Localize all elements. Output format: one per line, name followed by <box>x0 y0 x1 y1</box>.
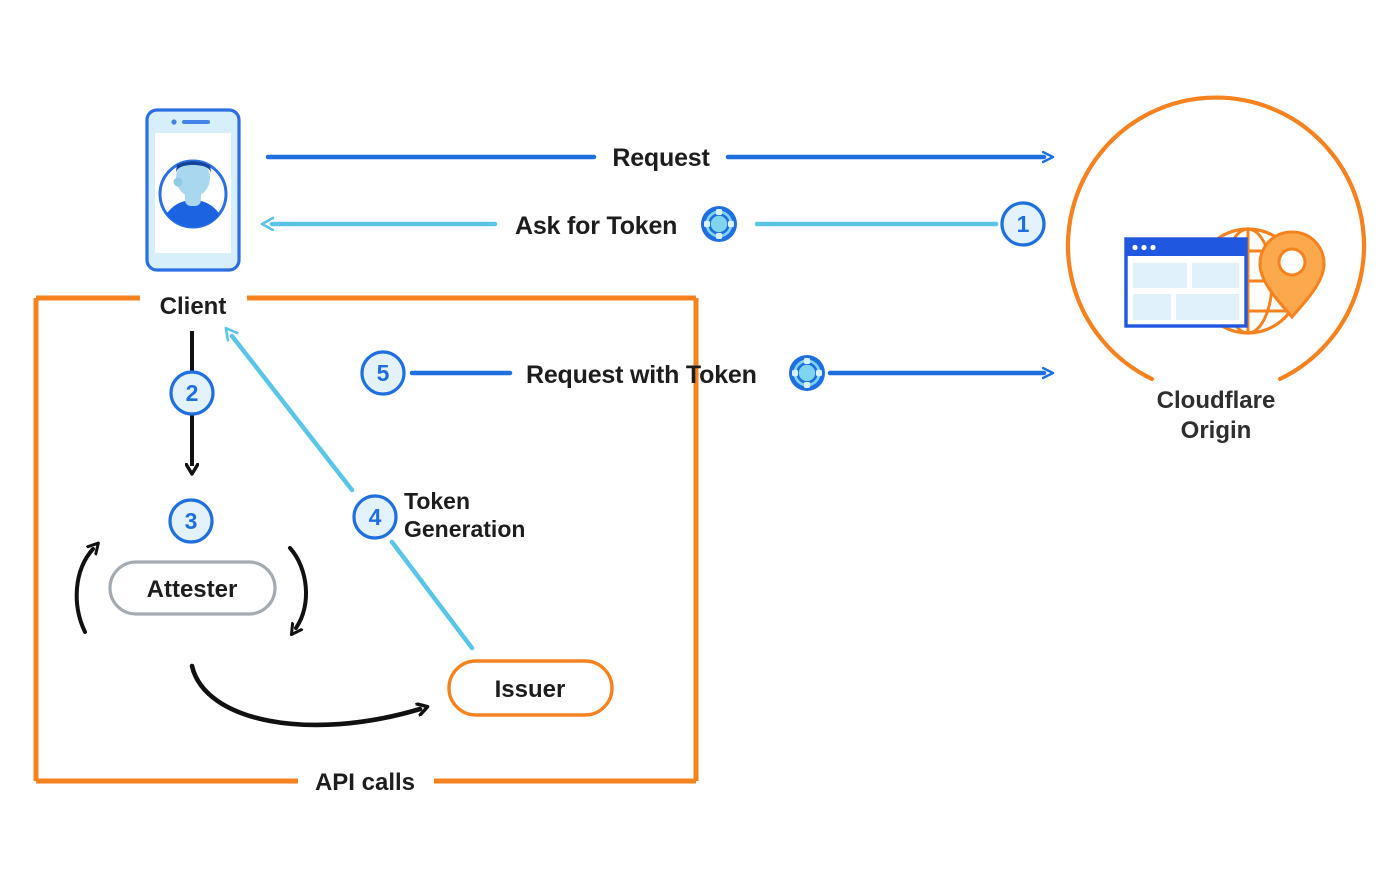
client-boundary-box <box>33 295 699 784</box>
origin-label-line2: Origin <box>1181 417 1252 444</box>
issuer-node: Issuer <box>447 659 614 717</box>
step-circle-2: 2 <box>169 370 215 416</box>
step-circle-3-label: 3 <box>185 508 198 534</box>
step-circle-5-label: 5 <box>377 360 390 386</box>
user-avatar-icon <box>158 159 228 229</box>
token-generation-label-line2: Generation <box>404 516 525 542</box>
issuer-label: Issuer <box>495 676 566 703</box>
token-generation-label-line1: Token <box>404 488 470 514</box>
edge-request-with-token-label: Request with Token <box>526 361 757 389</box>
cloudflare-origin-node: Cloudflare Origin <box>1065 95 1367 444</box>
boundary-top-label: Client <box>160 293 227 320</box>
step-circle-3: 3 <box>168 498 214 544</box>
edge-attester-to-issuer <box>189 663 420 728</box>
mobile-phone-icon <box>145 108 241 272</box>
location-pin-icon <box>1258 230 1326 320</box>
origin-arc <box>1065 95 1367 382</box>
step-circle-1-label: 1 <box>1017 211 1030 237</box>
step-circle-2-label: 2 <box>186 380 199 406</box>
edge-token-generation <box>232 336 475 651</box>
boundary-bottom-label: API calls <box>315 769 415 796</box>
edge-ask-for-token-label: Ask for Token <box>515 212 677 240</box>
origin-label-line1: Cloudflare <box>1157 387 1276 414</box>
step-circle-5: 5 <box>360 350 406 396</box>
attester-node: Attester <box>108 560 277 616</box>
attester-label: Attester <box>147 576 238 603</box>
step-circle-4: 4 <box>352 494 398 540</box>
browser-window-icon <box>1124 237 1248 328</box>
edge-request-label: Request <box>612 144 710 172</box>
edge-attester-loop <box>74 548 308 632</box>
token-badge-icon <box>789 355 825 391</box>
step-circle-1: 1 <box>1000 201 1046 247</box>
token-badge-icon <box>701 206 737 242</box>
step-circle-4-label: 4 <box>369 504 382 530</box>
